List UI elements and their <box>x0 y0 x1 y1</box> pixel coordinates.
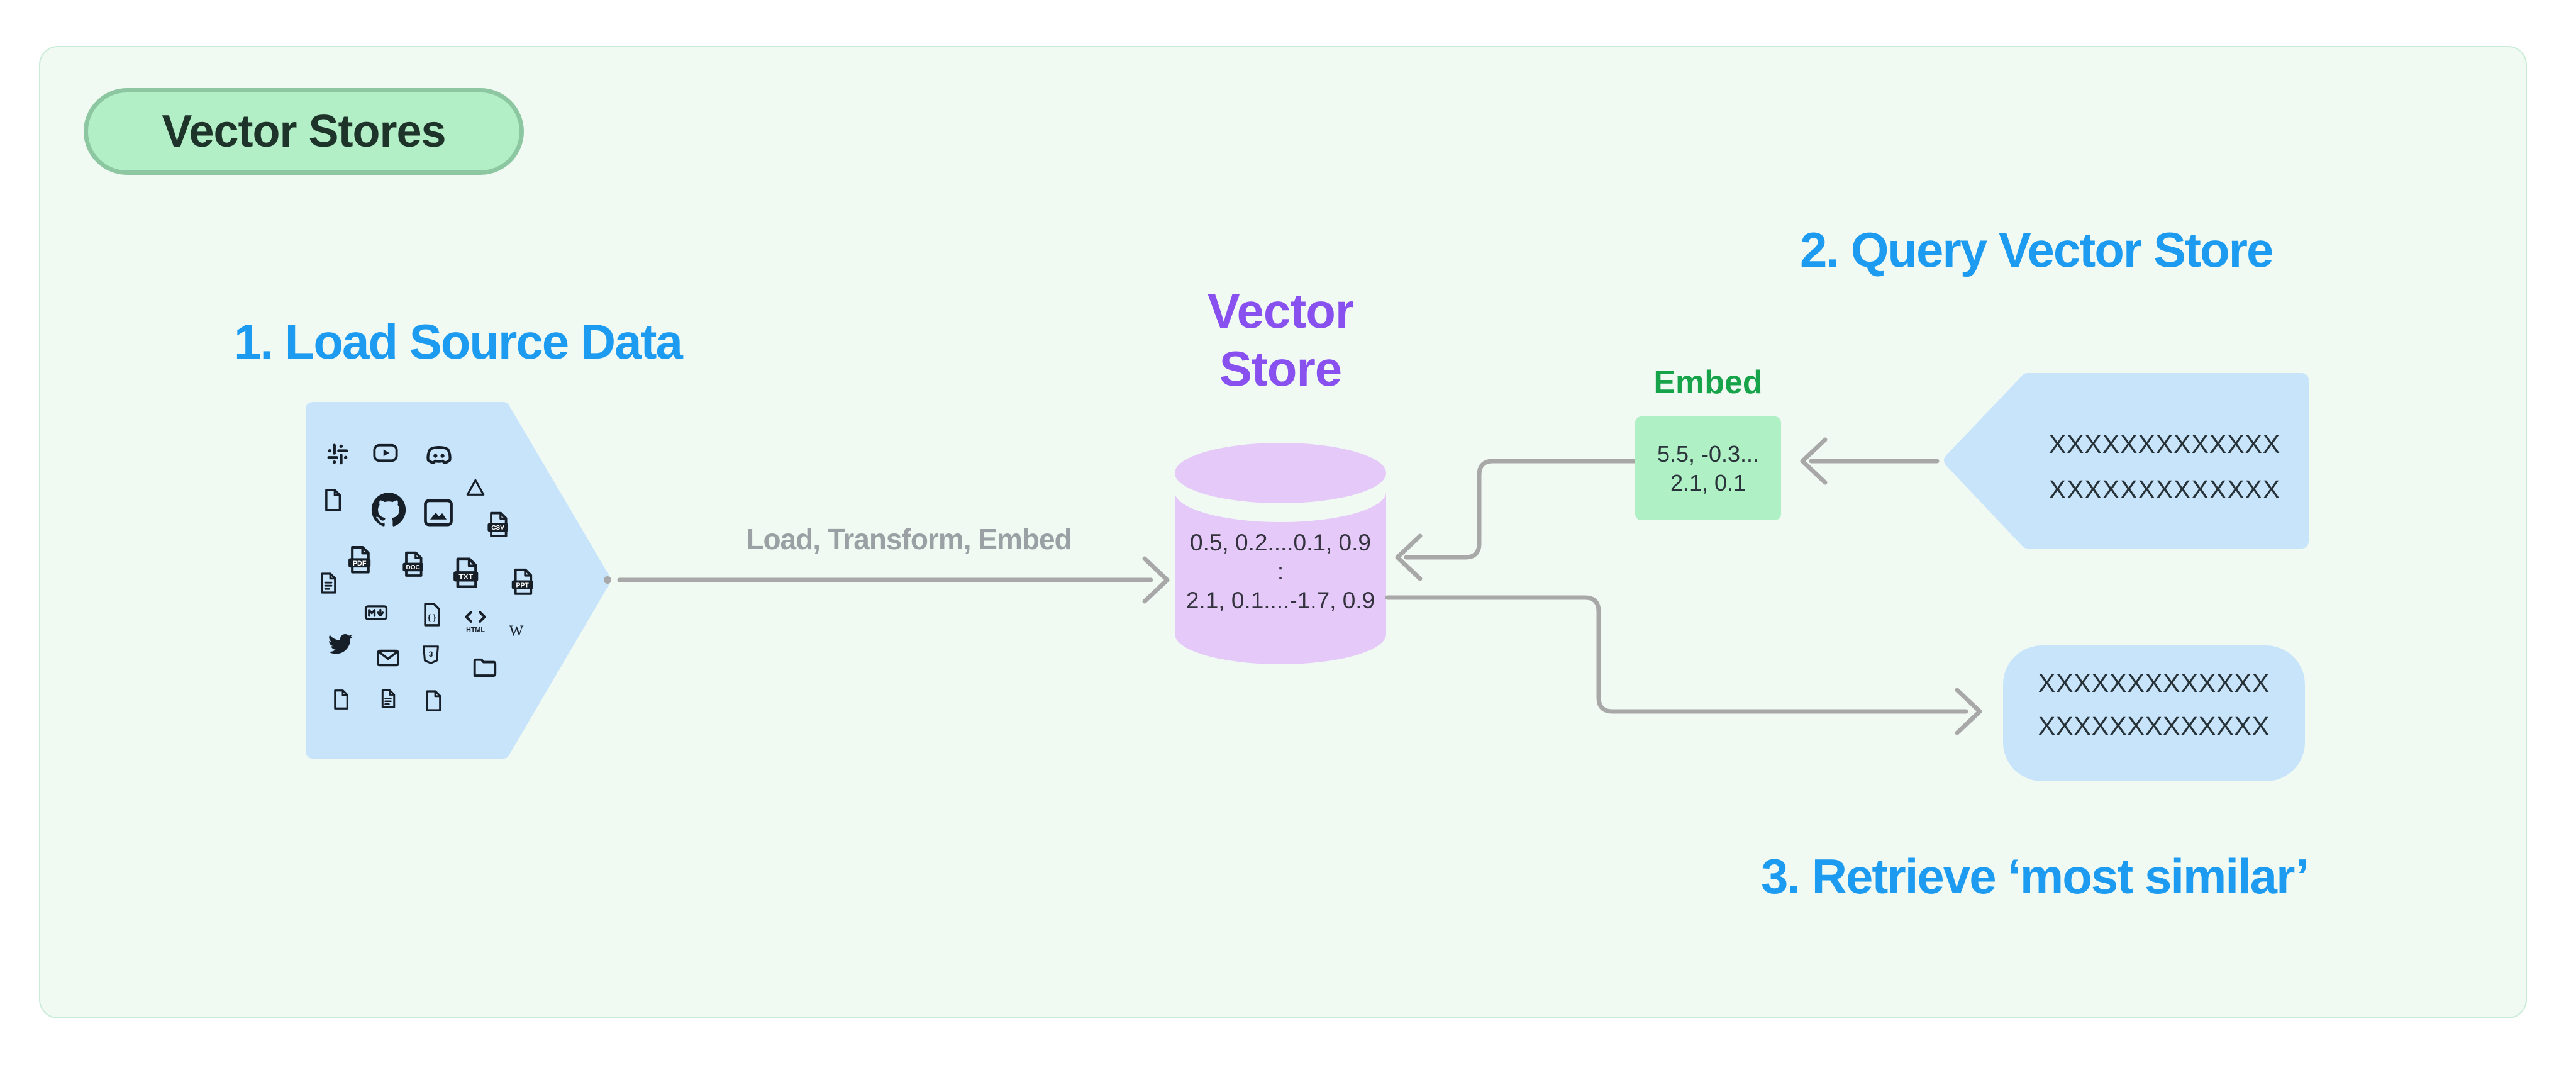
file-icon <box>329 684 353 715</box>
svg-text:PPT: PPT <box>516 582 530 589</box>
slack-icon <box>323 440 352 469</box>
result-shape <box>2003 645 2305 781</box>
store-to-result-arrowhead-icon <box>1955 688 1982 735</box>
ppt-file-icon: PPT <box>506 566 538 598</box>
vector-stores-badge: Vector Stores <box>84 88 524 175</box>
query-text-line: XXXXXXXXXXXXX <box>2048 430 2281 459</box>
load-arrowhead-icon <box>1142 556 1170 604</box>
result-text: XXXXXXXXXXXXX XXXXXXXXXXXXX <box>2003 662 2305 747</box>
file-icon <box>421 684 446 718</box>
vector-store-cylinder-body <box>1175 492 1386 664</box>
svg-text:DOC: DOC <box>406 564 419 571</box>
discord-icon <box>422 440 456 471</box>
txt-file-icon: TXT <box>447 554 484 592</box>
query-arrowhead-icon <box>1800 437 1828 485</box>
vector-store-cylinder-lid <box>1175 443 1386 503</box>
vector-store-title-line1: Vector <box>1207 283 1354 338</box>
embed-to-store-connector <box>1404 459 1638 560</box>
vector-store-value-row: : <box>1277 559 1284 584</box>
vector-stores-badge-label: Vector Stores <box>162 106 446 157</box>
svg-text:HTML: HTML <box>466 626 485 633</box>
query-text-line: XXXXXXXXXXXXX <box>2048 475 2281 504</box>
embed-value-row: 2.1, 0.1 <box>1670 469 1746 496</box>
twitter-icon <box>321 628 359 660</box>
result-text-line: XXXXXXXXXXXXX <box>2038 711 2270 740</box>
vector-store-title: Vector Store <box>1155 282 1406 398</box>
github-icon <box>366 488 411 532</box>
vector-store-title-line2: Store <box>1219 341 1342 396</box>
html-icon: HTML <box>460 607 491 636</box>
vector-store-value-row: 0.5, 0.2....0.1, 0.9 <box>1190 530 1371 555</box>
query-text: XXXXXXXXXXXXX XXXXXXXXXXXXX <box>2026 421 2303 512</box>
wikipedia-icon: W <box>505 620 528 641</box>
embed-to-store-arrowhead-icon <box>1395 533 1423 581</box>
embed-value-row: 5.5, -0.3... <box>1657 440 1760 467</box>
load-arrow-label: Load, Transform, Embed <box>746 523 1072 555</box>
gdrive-icon <box>463 476 488 500</box>
markdown-icon <box>360 599 392 626</box>
css3-icon: 3 <box>419 642 443 667</box>
svg-text:3: 3 <box>429 650 433 659</box>
result-text-line: XXXXXXXXXXXXX <box>2038 669 2270 698</box>
file-text-icon <box>377 685 399 713</box>
query-shape <box>1944 373 2309 549</box>
mail-icon <box>373 645 403 671</box>
step1-heading: 1. Load Source Data <box>234 314 683 369</box>
svg-text:W: W <box>509 623 524 640</box>
code-file-icon: { } <box>418 595 445 634</box>
store-to-result-connector <box>1385 595 1968 714</box>
svg-text:CSV: CSV <box>491 525 504 532</box>
embed-label: Embed <box>1653 364 1763 401</box>
embed-box: 5.5, -0.3... 2.1, 0.1 <box>1635 416 1781 520</box>
svg-text:{ }: { } <box>428 613 436 622</box>
step3-heading: 3. Retrieve ‘most similar’ <box>1761 849 2309 904</box>
svg-text:TXT: TXT <box>458 572 473 581</box>
step2-heading: 2. Query Vector Store <box>1800 222 2273 277</box>
pdf-file-icon: PDF <box>343 542 375 577</box>
load-arrow-start-dot <box>604 576 611 584</box>
vector-store-value-row: 2.1, 0.1....-1.7, 0.9 <box>1185 588 1375 613</box>
file-text-icon <box>316 567 341 599</box>
folder-icon <box>467 653 502 682</box>
youtube-icon <box>368 438 403 467</box>
csv-file-icon: CSV <box>482 506 513 543</box>
svg-text:PDF: PDF <box>353 560 367 567</box>
doc-file-icon: DOC <box>397 549 428 580</box>
image-icon <box>420 495 457 530</box>
file-icon <box>319 483 346 517</box>
vector-store-values: 0.5, 0.2....0.1, 0.9 : 2.1, 0.1....-1.7,… <box>1169 528 1392 615</box>
